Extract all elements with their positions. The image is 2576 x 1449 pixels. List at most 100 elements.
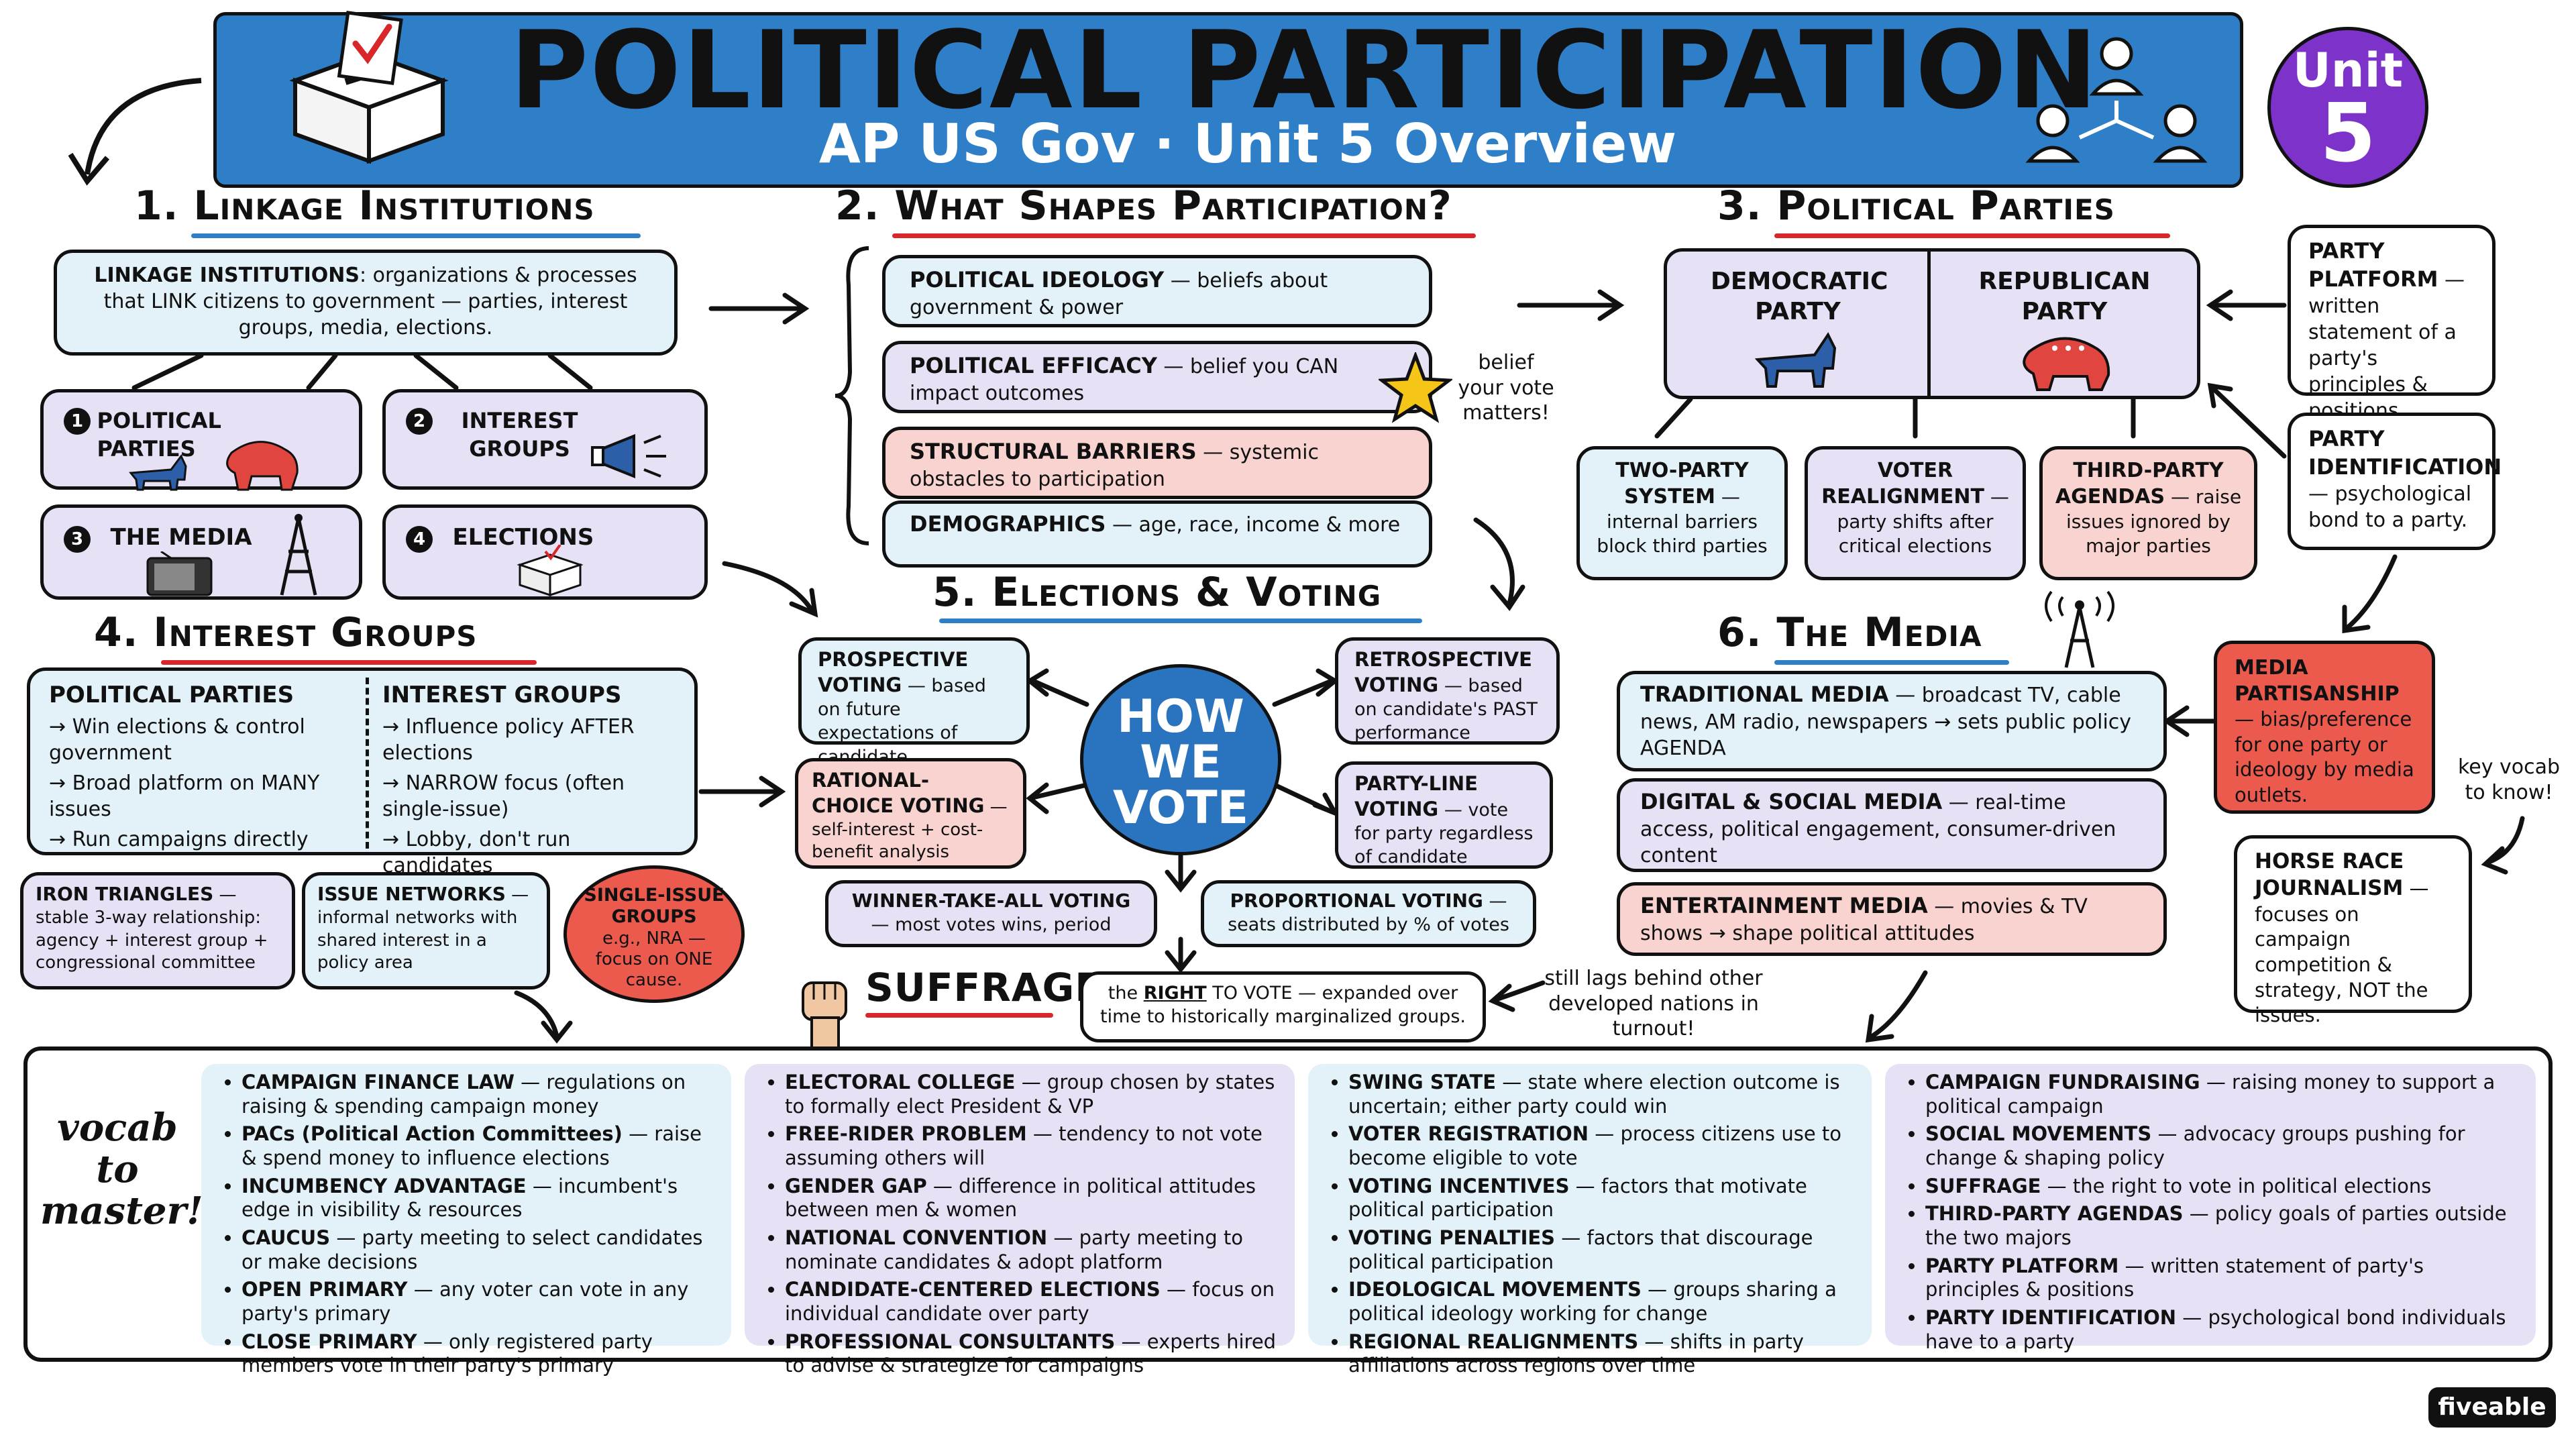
demographics-card: DEMOGRAPHICS — age, race, income & more: [882, 500, 1432, 568]
unit-label: Unit: [2292, 43, 2404, 98]
media-partisanship-card: MEDIA PARTISANSHIP — bias/preference for…: [2214, 641, 2435, 814]
suffrage-card: the RIGHT TO VOTE — expanded over time t…: [1080, 971, 1486, 1042]
vocab-item: THIRD-PARTY AGENDAS — policy goals of pa…: [1925, 1202, 2522, 1250]
vocab-item: VOTING PENALTIES — factors that discoura…: [1348, 1226, 1858, 1274]
vocab-term: FREE-RIDER PROBLEM: [785, 1122, 1027, 1146]
vocab-definition: — incumbent's edge in visibility & resou…: [241, 1174, 678, 1222]
vocab-definition: — focus on individual candidate over par…: [785, 1278, 1275, 1325]
groups-column: INTEREST GROUPS → Influence policy AFTER…: [382, 680, 684, 879]
vocab-column-1: CAMPAIGN FINANCE LAW — regulations on ra…: [201, 1064, 731, 1377]
groups-item: → NARROW focus (often single-issue): [382, 771, 625, 822]
ideology-term: POLITICAL IDEOLOGY: [910, 267, 1165, 292]
people-network-icon: [2006, 27, 2227, 174]
ideology-text: — beliefs about government & power: [910, 269, 1328, 319]
vocab-item: SWING STATE — state where election outco…: [1348, 1071, 1858, 1118]
efficacy-card: POLITICAL EFFICACY — belief you CAN impa…: [882, 341, 1432, 413]
vocab-term: VOTER REGISTRATION: [1348, 1122, 1589, 1146]
vocab-definition: — raise & spend money to influence elect…: [241, 1122, 702, 1169]
radio-tower-icon: [280, 514, 317, 596]
vocab-item: CAMPAIGN FINANCE LAW — regulations on ra…: [241, 1071, 718, 1118]
star-note: belief your vote matters!: [1458, 351, 1554, 425]
vocab-item: GENDER GAP — difference in political att…: [785, 1175, 1281, 1222]
section4-underline: [161, 660, 537, 665]
traditional-media-card: TRADITIONAL MEDIA — broadcast TV, cable …: [1617, 671, 2167, 771]
third-party-term: THIRD-PARTY AGENDAS: [2055, 459, 2224, 508]
vocab-item: VOTER REGISTRATION — process citizens us…: [1348, 1122, 1858, 1170]
parties-item: → Win elections & control government: [49, 715, 305, 765]
parties-box: DEMOCRATIC PARTY REPUBLICAN PARTY: [1664, 248, 2200, 399]
winner-take-all-card: WINNER-TAKE-ALL VOTING — most votes wins…: [825, 880, 1157, 947]
vocab-term: PARTY IDENTIFICATION: [1925, 1305, 2177, 1329]
vocab-column-2: ELECTORAL COLLEGE — group chosen by stat…: [745, 1064, 1295, 1377]
groups-head: INTEREST GROUPS: [382, 682, 622, 708]
entertainment-text: — movies & TV shows → shape political at…: [1640, 895, 2088, 945]
section1-title: 1. Linkage Institutions: [134, 182, 595, 229]
vocab-definition: — group chosen by states to formally ele…: [785, 1071, 1275, 1118]
vocab-definition: — written statement of party's principle…: [1925, 1254, 2424, 1301]
two-party-term: TWO-PARTY SYSTEM: [1615, 459, 1749, 508]
third-party-agendas-card: THIRD-PARTY AGENDAS — raise issues ignor…: [2039, 446, 2257, 580]
title-banner: [213, 12, 2243, 188]
vocab-list: CAMPAIGN FINANCE LAW — regulations on ra…: [228, 1071, 718, 1378]
digital-media-card: DIGITAL & SOCIAL MEDIA — real-time acces…: [1617, 778, 2167, 872]
linkage-term: LINKAGE INSTITUTIONS: [94, 264, 360, 287]
linkage-item-media: 3 THE MEDIA: [40, 504, 362, 600]
vocab-definition: — factors that motivate political partic…: [1348, 1174, 1807, 1222]
vocab-column-3: SWING STATE — state where election outco…: [1308, 1064, 1872, 1377]
vocab-item: ELECTORAL COLLEGE — group chosen by stat…: [785, 1071, 1281, 1118]
vocab-item: SOCIAL MOVEMENTS — advocacy groups pushi…: [1925, 1122, 2522, 1170]
vocab-term: IDEOLOGICAL MOVEMENTS: [1348, 1278, 1642, 1301]
party-divider: [1927, 252, 1931, 396]
donkey-icon: [129, 454, 187, 491]
vocab-term: GENDER GAP: [785, 1174, 927, 1197]
party-identification-card: PARTY IDENTIFICATION — psychological bon…: [2288, 413, 2502, 550]
item-label: POLITICAL PARTIES: [97, 408, 221, 462]
vocab-item: OPEN PRIMARY — any voter can vote in any…: [241, 1278, 718, 1326]
parties-item: → Broad platform on MANY issues: [49, 771, 320, 822]
vocab-term: REGIONAL REALIGNMENTS: [1348, 1330, 1639, 1353]
vocab-term: VOTING INCENTIVES: [1348, 1174, 1570, 1197]
realignment-text: — party shifts after critical elections: [1837, 486, 2009, 557]
item-label: ELECTIONS: [452, 524, 594, 551]
democratic-label: DEMOCRATIC PARTY: [1711, 268, 1888, 325]
efficacy-text: — belief you CAN impact outcomes: [910, 355, 1339, 405]
parties-column: POLITICAL PARTIES → Win elections & cont…: [49, 680, 364, 853]
megaphone-icon: [591, 434, 666, 478]
voter-realignment-card: VOTER REALIGNMENT — party shifts after c…: [1805, 446, 2026, 580]
column-divider: [366, 678, 369, 849]
item-number: 1: [64, 408, 91, 435]
vocab-item: PARTY PLATFORM — written statement of pa…: [1925, 1254, 2522, 1302]
section2-brace: [835, 245, 875, 547]
vocab-item: PARTY IDENTIFICATION — psychological bon…: [1925, 1306, 2522, 1354]
democratic-party: DEMOCRATIC PARTY: [1667, 252, 1929, 396]
vocab-item: REGIONAL REALIGNMENTS — shifts in party …: [1348, 1330, 1858, 1378]
vocab-definition: — policy goals of parties outside the tw…: [1925, 1202, 2507, 1249]
suffrage-underline: [865, 1013, 1053, 1018]
vote-word: VOTE: [1112, 782, 1249, 835]
vocab-term: CAMPAIGN FINANCE LAW: [241, 1071, 515, 1093]
iron-term: IRON TRIANGLES: [36, 883, 214, 905]
item-number: 4: [406, 526, 433, 553]
vocab-item: IDEOLOGICAL MOVEMENTS — groups sharing a…: [1348, 1278, 1858, 1326]
vocab-term: PROFESSIONAL CONSULTANTS: [785, 1330, 1116, 1353]
tv-icon: [146, 551, 213, 596]
vocab-item: CAUCUS — party meeting to select candida…: [241, 1226, 718, 1274]
groups-item: → Influence policy AFTER elections: [382, 715, 635, 765]
iron-text: — stable 3-way relationship: agency + in…: [36, 885, 268, 973]
vocab-term: THIRD-PARTY AGENDAS: [1925, 1202, 2184, 1226]
horse-term: HORSE RACE JOURNALISM: [2255, 849, 2404, 901]
issue-networks-card: ISSUE NETWORKS — informal networks with …: [302, 872, 550, 989]
unit-badge: Unit 5: [2267, 27, 2428, 188]
suffrage-term: RIGHT: [1143, 983, 1207, 1004]
vocab-item: CLOSE PRIMARY — only registered party me…: [241, 1330, 718, 1378]
parties-item: → Run campaigns directly: [49, 828, 309, 852]
vocab-definition: — shifts in party affiliations across re…: [1348, 1330, 1804, 1377]
vocab-definition: — state where election outcome is uncert…: [1348, 1071, 1840, 1118]
vocab-definition: — advocacy groups pushing for change & s…: [1925, 1122, 2465, 1169]
wta-text: — most votes wins, period: [871, 914, 1112, 936]
vocab-list: CAMPAIGN FUNDRAISING — raising money to …: [1912, 1071, 2522, 1354]
vocab-item: CANDIDATE-CENTERED ELECTIONS — focus on …: [785, 1278, 1281, 1326]
vocab-item: CAMPAIGN FUNDRAISING — raising money to …: [1925, 1071, 2522, 1118]
partisan-text: — bias/preference for one party or ideol…: [2235, 708, 2414, 807]
single-issue-groups-badge: SINGLE-ISSUE GROUPS e.g., NRA — focus on…: [564, 865, 745, 1003]
